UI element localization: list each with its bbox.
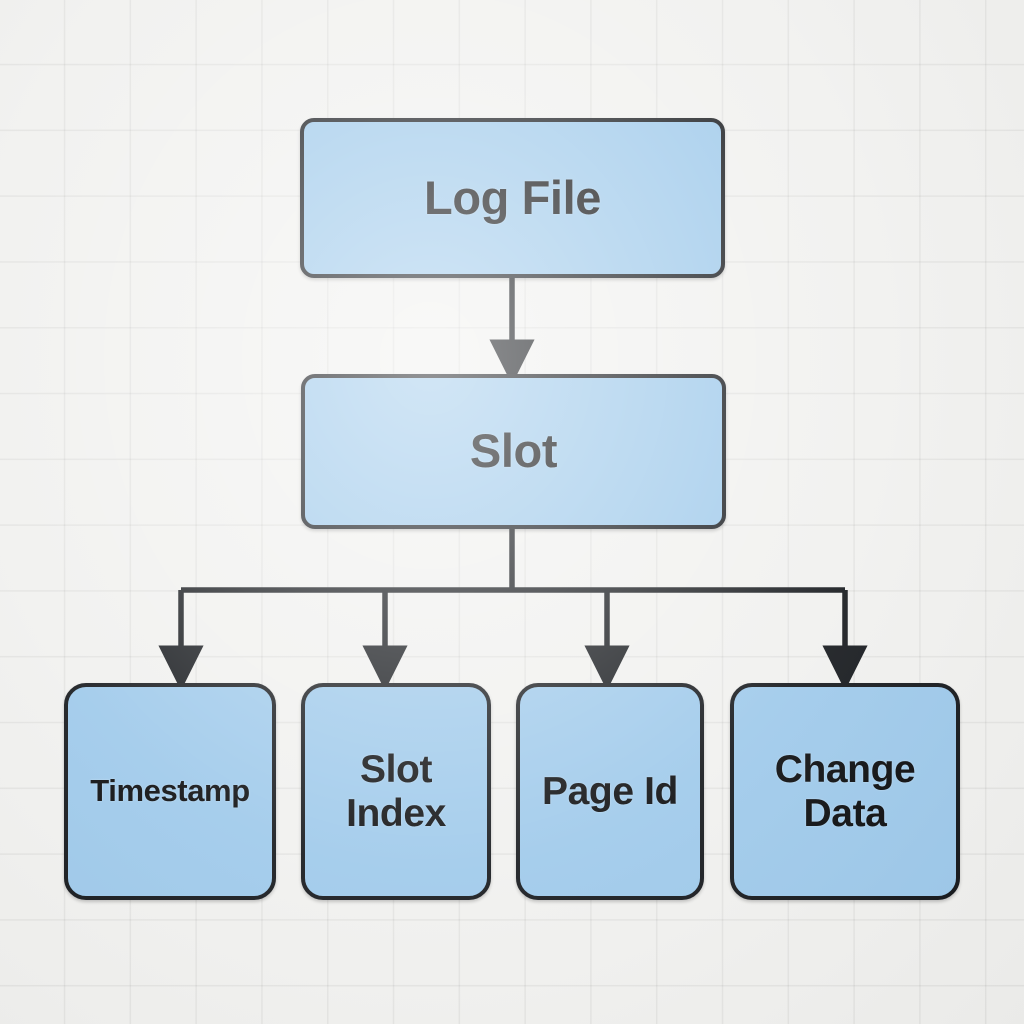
node-slot[interactable]: Slot [301, 374, 726, 529]
node-page-id-label: Page Id [542, 769, 678, 813]
node-slot-index[interactable]: Slot Index [301, 683, 491, 900]
node-timestamp-label: Timestamp [90, 773, 250, 809]
edge-slot-to-children-bus [181, 529, 845, 593]
node-slot-label: Slot [469, 424, 558, 478]
node-change-data[interactable]: Change Data [730, 683, 960, 900]
node-page-id[interactable]: Page Id [516, 683, 704, 900]
node-timestamp[interactable]: Timestamp [64, 683, 276, 900]
node-log-file-label: Log File [424, 170, 601, 224]
node-log-file[interactable]: Log File [300, 118, 725, 278]
node-slot-index-label: Slot Index [346, 747, 446, 835]
node-change-data-label: Change Data [774, 747, 916, 835]
